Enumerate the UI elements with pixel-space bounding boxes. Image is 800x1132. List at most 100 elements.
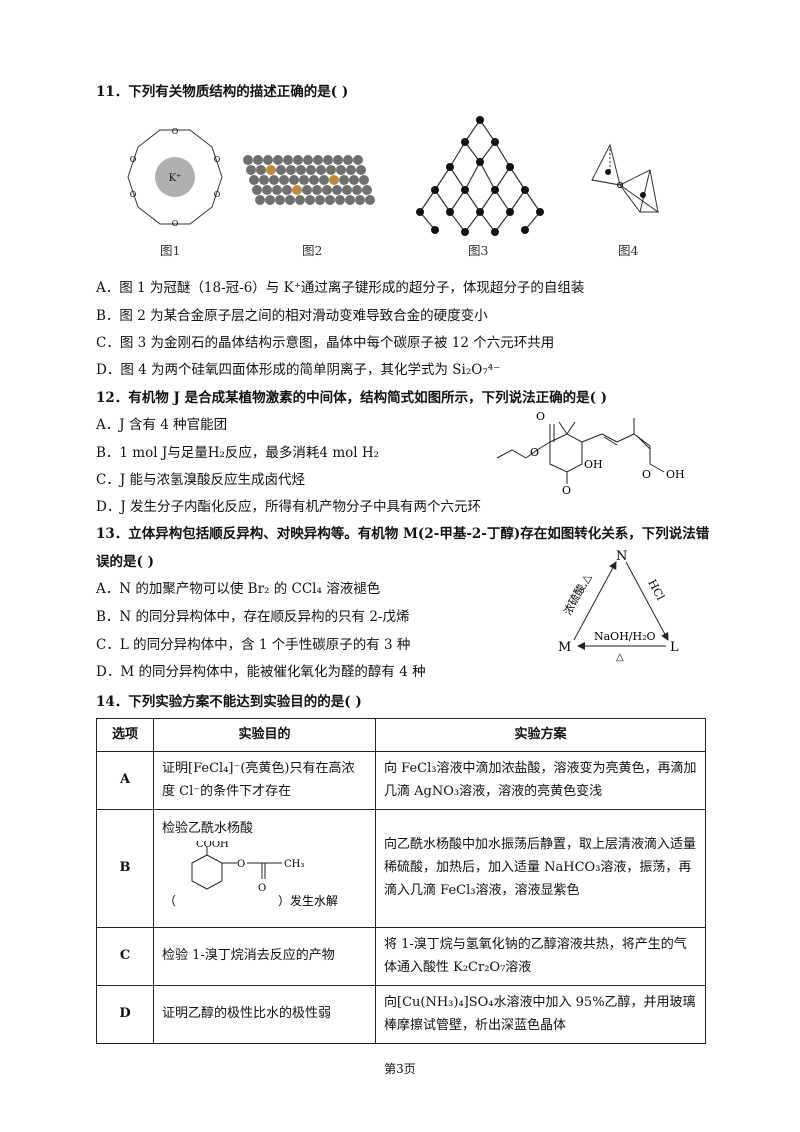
metal-atom: [265, 195, 275, 205]
carbon-atom: [476, 158, 484, 166]
node-l: L: [670, 640, 679, 655]
o-atom: O: [130, 155, 137, 164]
edge-label-heat: △: [616, 652, 624, 663]
row-plan: 向 FeCl₃溶液中滴加浓盐酸，溶液变为亮黄色，再滴加几滴 AgNO₃溶液，溶液…: [375, 751, 706, 810]
q11-option-c: C．图 3 为金刚石的晶体结构示意图，晶体中每个碳原子被 12 个六元环共用: [96, 335, 555, 351]
carbon-atom: [506, 163, 514, 171]
ketone-o: O: [562, 484, 571, 496]
c-c-bond: [464, 161, 481, 191]
metal-atom: [319, 175, 329, 185]
row-option: D: [96, 985, 154, 1044]
c-c-bond: [524, 189, 541, 213]
q11-figures: K⁺ O O O O O O 图1 图2 图3 图4: [120, 112, 700, 262]
metal-atom: [269, 175, 279, 185]
metal-atom: [279, 175, 289, 185]
carbon-atom: [446, 163, 454, 171]
metal-atom: [353, 155, 363, 165]
row-option: B: [96, 809, 154, 928]
q12-stem: 12．有机物 J 是合成某植物激素的中间体，结构简式如图所示，下列说法正确的是(…: [96, 390, 608, 406]
metal-atom: [289, 175, 299, 185]
q12-structure: O O O OH O OH: [496, 410, 685, 496]
metal-atom: [296, 165, 306, 175]
fig1-caption: 图1: [160, 243, 181, 258]
carbon-atom: [461, 186, 469, 194]
ester-o: O: [530, 446, 539, 459]
metal-atom: [259, 175, 269, 185]
metal-atom: [272, 185, 282, 195]
carbon-atom: [536, 208, 544, 216]
o-atom: O: [130, 190, 137, 199]
carbon-atom: [476, 208, 484, 216]
metal-atom: [249, 175, 259, 185]
bridge-o-atom: [617, 182, 623, 188]
metal-atom: [359, 175, 369, 185]
o-atom: O: [214, 155, 221, 164]
acid-o: O: [642, 468, 651, 481]
metal-atom: [293, 155, 303, 165]
metal-atom: [342, 185, 352, 195]
carbon-atom: [446, 208, 454, 216]
c-c-bond: [464, 141, 481, 163]
o-atom: O: [214, 190, 221, 199]
carbon-atom: [476, 116, 484, 124]
q12-option-d: D．J 发生分子内酯化反应，所得有机产物分子中具有两个六元环: [96, 499, 482, 515]
c-c-bond: [494, 189, 511, 213]
c-c-bond: [434, 189, 451, 213]
metal-atom: [315, 195, 325, 205]
c-c-bond: [509, 189, 526, 213]
carbonyl-o-label: O: [258, 883, 266, 894]
row-plan: 将 1-溴丁烷与氢氧化钠的乙醇溶液共热，将产生的气体通入酸性 K₂Cr₂O₇溶液: [375, 927, 706, 986]
goal-text: 检验乙酰水杨酸: [162, 820, 254, 836]
q12-option-b: B．1 mol J与足量H₂反应，最多消耗4 mol H₂: [96, 445, 380, 461]
metal-atom: [263, 155, 273, 165]
c-c-bond: [509, 166, 526, 191]
col-header-plan: 实验方案: [375, 718, 706, 752]
metal-atom: [362, 185, 372, 195]
c-c-bond: [494, 211, 511, 233]
metal-atom: [309, 175, 319, 185]
row-option: C: [96, 927, 154, 986]
c-c-bond: [494, 141, 511, 168]
carbon-atom: [521, 226, 529, 234]
alloy-atom: [292, 185, 302, 195]
carbon-atom: [431, 186, 439, 194]
row-plan: 向[Cu(NH₃)₄]SO₄水溶液中加入 95%乙醇，并用玻璃棒摩擦试管壁，析出…: [375, 985, 706, 1044]
metal-atom: [286, 165, 296, 175]
fig1-crown-ether: K⁺ O O O O O O: [127, 127, 223, 228]
c-c-bond: [449, 189, 466, 213]
q13-option-d: D．M 的同分异构体中，能被催化氧化为醛的醇有 4 种: [96, 664, 426, 680]
q13-conversion-diagram: N M L 浓硫酸,△ HCl NaOH/H₂O △: [558, 549, 679, 663]
carbon-atom: [461, 138, 469, 146]
fig4-silicate-tetrahedra: [591, 143, 659, 214]
node-m: M: [558, 640, 571, 655]
k-ion: [155, 157, 195, 197]
metal-atom: [306, 165, 316, 175]
k-ion-label: K⁺: [169, 173, 182, 184]
metal-atom: [332, 185, 342, 195]
metal-atom: [312, 185, 322, 195]
metal-atom: [246, 165, 256, 175]
metal-atom: [252, 185, 262, 195]
q13-option-a: A．N 的加聚产物可以使 Br₂ 的 CCl₄ 溶液褪色: [96, 581, 381, 597]
node-n: N: [616, 549, 627, 564]
metal-atom: [345, 195, 355, 205]
metal-atom: [356, 165, 366, 175]
acid-oh: OH: [666, 468, 685, 481]
metal-atom: [256, 165, 266, 175]
fig2-alloy-layers: [243, 155, 375, 205]
ch3-label: CH₃: [284, 859, 304, 870]
col-header-option: 选项: [96, 718, 154, 752]
metal-atom: [282, 185, 292, 195]
q13-option-b: B．N 的同分异构体中，存在顺反异构的只有 2-戊烯: [96, 609, 410, 625]
col-header-goal: 实验目的: [153, 718, 376, 752]
metal-atom: [305, 195, 315, 205]
metal-atom: [346, 165, 356, 175]
row-plan: 向乙酰水杨酸中加水振荡后静置，取上层清液滴入适量稀硫酸，加热后，加入适量 NaH…: [375, 809, 706, 928]
table-header-row: 选项 实验目的 实验方案: [96, 718, 706, 752]
carbon-atom: [416, 208, 424, 216]
q11-option-b: B．图 2 为某合金原子层之间的相对滑动变难导致合金的硬度变小: [96, 308, 488, 324]
row-option: A: [96, 751, 154, 810]
hydroxyl-oh: OH: [584, 458, 603, 471]
metal-atom: [325, 195, 335, 205]
carbon-atom: [506, 208, 514, 216]
